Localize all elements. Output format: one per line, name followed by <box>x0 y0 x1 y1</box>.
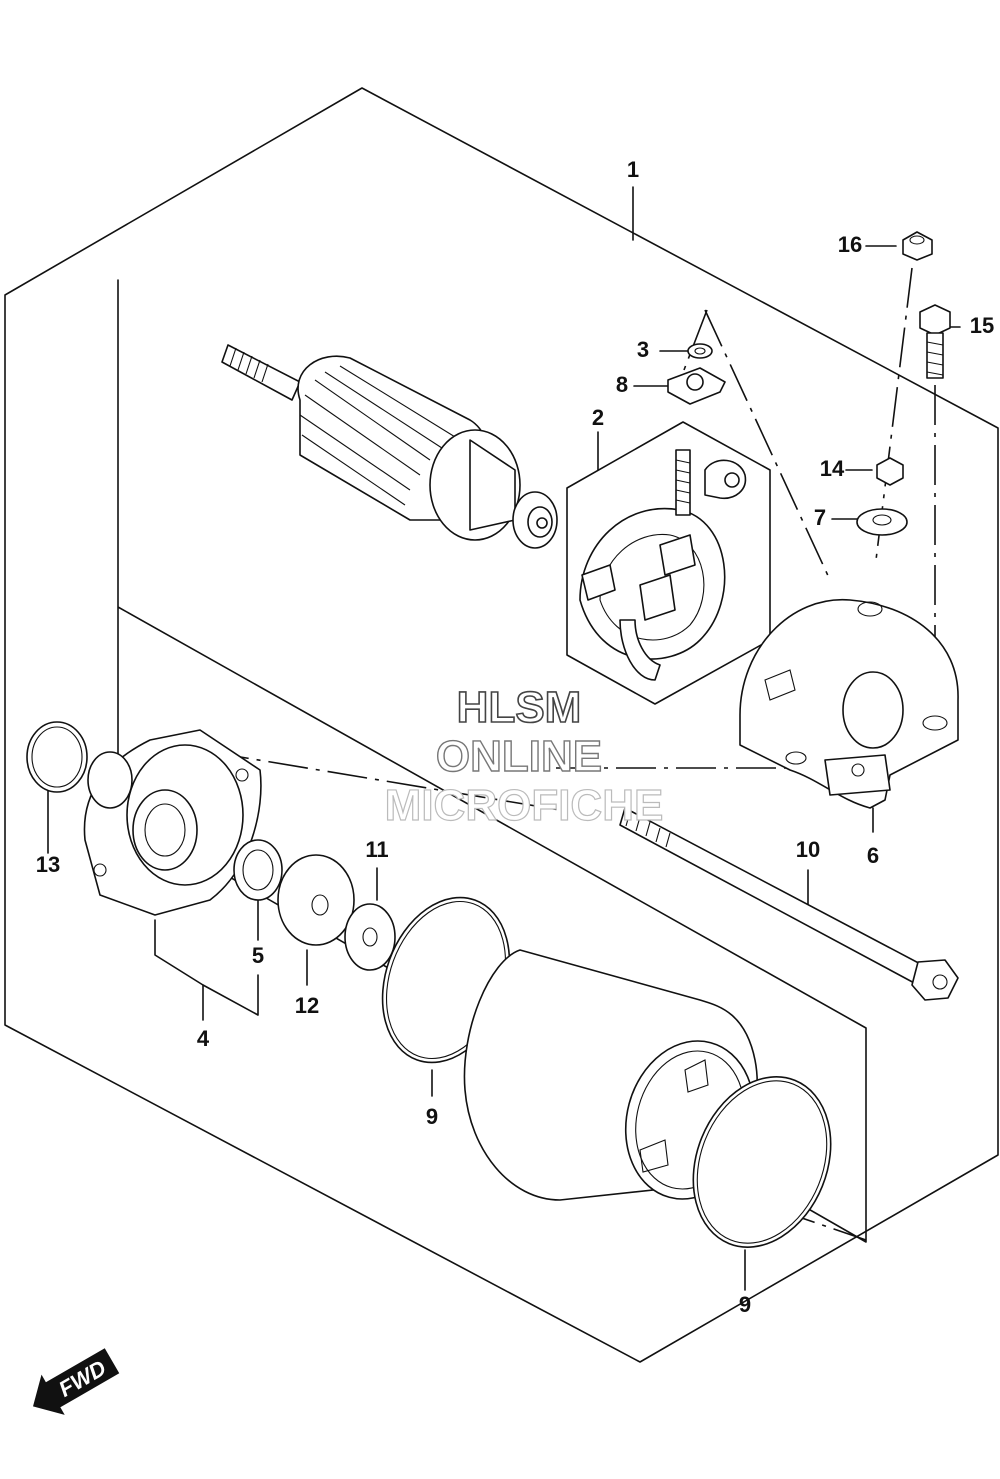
o-ring-9-right <box>692 1076 832 1248</box>
callout-13: 13 <box>36 852 60 877</box>
watermark-line-3: MICROFICHE <box>385 781 664 830</box>
callout-2: 2 <box>592 405 604 430</box>
bolt-15 <box>919 304 951 379</box>
callout-5: 5 <box>252 943 264 968</box>
callout-16: 16 <box>838 232 862 257</box>
plate-8 <box>667 367 726 405</box>
washer-7 <box>856 508 908 536</box>
through-bolt-10 <box>619 807 959 1001</box>
callout-10: 10 <box>796 837 820 862</box>
callout-9-right: 9 <box>739 1292 751 1317</box>
front-bracket-4 <box>83 729 262 916</box>
washer-3 <box>687 343 713 359</box>
callout-9-left: 9 <box>426 1104 438 1129</box>
callout-4: 4 <box>197 1026 210 1051</box>
end-cover-6 <box>739 598 959 809</box>
callout-12: 12 <box>295 993 319 1018</box>
fwd-arrow-icon: FWD <box>33 1348 120 1415</box>
washer-11 <box>344 903 396 971</box>
brush-holder <box>579 449 747 681</box>
nut-14 <box>876 457 904 486</box>
callout-1: 1 <box>627 157 639 182</box>
callout-11: 11 <box>365 837 388 862</box>
o-ring-13 <box>26 721 88 793</box>
callout-labels: 1 2 3 4 5 6 7 8 9 9 10 11 12 13 14 15 16 <box>36 157 994 1317</box>
callout-14: 14 <box>820 456 845 481</box>
watermark-line-2: ONLINE <box>436 732 602 781</box>
armature <box>221 344 558 549</box>
inner-frame <box>117 279 867 1243</box>
watermark: HLSM ONLINE MICROFICHE <box>384 682 664 830</box>
callout-8: 8 <box>616 372 628 397</box>
callout-15: 15 <box>970 313 994 338</box>
callout-3: 3 <box>637 337 649 362</box>
seal-5 <box>233 839 283 901</box>
callout-7: 7 <box>814 505 826 530</box>
watermark-line-1: HLSM <box>457 683 582 732</box>
assembly-frame <box>4 87 999 1363</box>
washer-12 <box>277 854 355 946</box>
callout-6: 6 <box>867 843 879 868</box>
nut-16 <box>902 231 933 261</box>
